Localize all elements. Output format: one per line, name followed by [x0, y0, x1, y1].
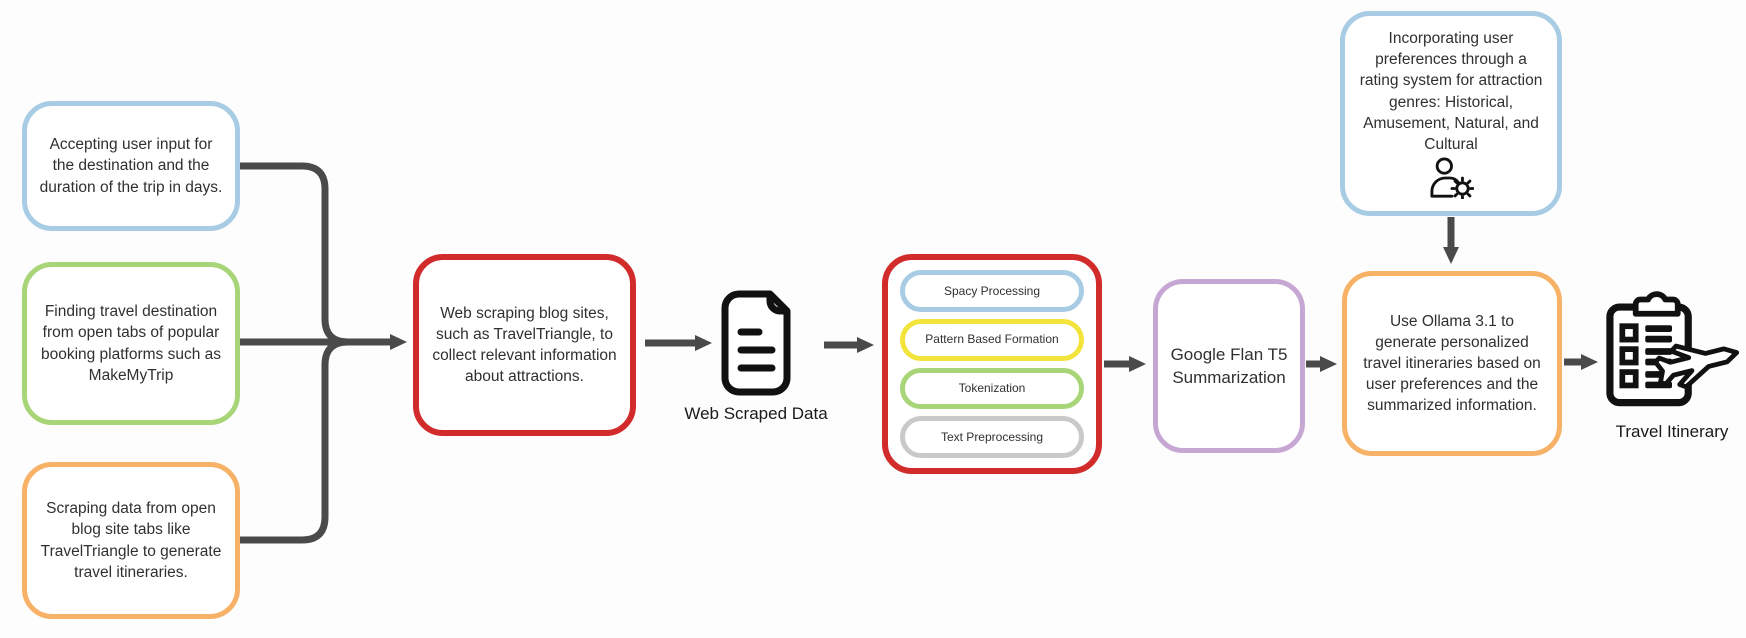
node-blog-scraping-text: Scraping data from open blog site tabs l… [40, 500, 222, 581]
node-nlp-pipeline: Spacy Processing Pattern Based Formation… [882, 254, 1102, 474]
pill-text-preprocessing: Text Preprocessing [900, 416, 1084, 458]
node-ollama: Use Ollama 3.1 to generate personalized … [1342, 271, 1562, 456]
document-icon [721, 290, 791, 396]
web-scraped-data-block: Web Scraped Data [684, 288, 828, 424]
wire-user-input-merge [240, 162, 349, 346]
node-user-preferences-text: Incorporating user preferences through a… [1359, 30, 1543, 153]
node-user-input-text: Accepting user input for the destination… [39, 136, 223, 196]
node-web-scraping: Web scraping blog sites, such as TravelT… [413, 254, 636, 436]
node-web-scraping-text: Web scraping blog sites, such as TravelT… [432, 304, 617, 386]
pill-pattern-based-formation-label: Pattern Based Formation [925, 332, 1059, 347]
node-user-preferences: Incorporating user preferences through a… [1340, 11, 1562, 216]
web-scraped-data-caption: Web Scraped Data [684, 404, 828, 423]
node-booking-tabs: Finding travel destination from open tab… [22, 262, 240, 425]
node-summarization-text: Google Flan T5 Summarization [1170, 344, 1288, 387]
travel-itinerary-caption: Travel Itinerary [1615, 422, 1729, 441]
pill-text-preprocessing-label: Text Preprocessing [940, 429, 1044, 444]
travel-itinerary-block: Travel Itinerary [1598, 288, 1746, 442]
clipboard-airplane-icon [1606, 291, 1740, 407]
node-booking-tabs-text: Finding travel destination from open tab… [40, 303, 222, 384]
node-ollama-text: Use Ollama 3.1 to generate personalized … [1363, 312, 1541, 415]
node-summarization: Google Flan T5 Summarization [1153, 279, 1305, 453]
pill-spacy-processing-label: Spacy Processing [943, 283, 1041, 298]
pill-pattern-based-formation: Pattern Based Formation [900, 318, 1084, 361]
wire-blog-tabs-merge [240, 338, 349, 544]
pill-spacy-processing: Spacy Processing [900, 270, 1084, 312]
user-gear-icon [1430, 157, 1474, 199]
node-user-input: Accepting user input for the destination… [22, 101, 240, 231]
pill-tokenization-label: Tokenization [958, 381, 1026, 396]
node-blog-scraping: Scraping data from open blog site tabs l… [22, 462, 240, 619]
pill-tokenization: Tokenization [900, 367, 1084, 410]
